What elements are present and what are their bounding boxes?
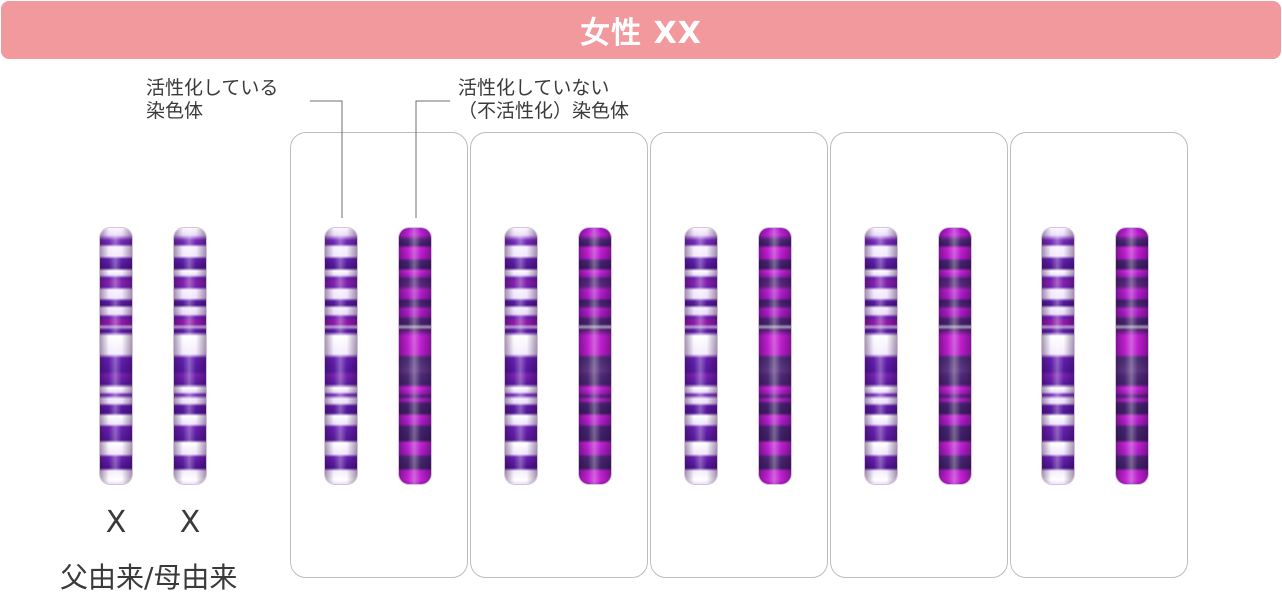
header-bar: 女性 XX [1,1,1281,59]
active-chromosome-4 [865,228,897,484]
active-chromosome-1 [325,228,357,484]
callout-active-line1: 活性化している [146,77,279,99]
cell-panel-5 [1010,132,1188,578]
header-title: 女性 XX [580,16,702,51]
x-label-maternal: X [179,505,201,540]
callout-inactive-label: 活性化していない （不活性化）染色体 [458,77,629,123]
inactive-chromosome-4 [939,228,971,484]
cell-panel-2 [470,132,648,578]
callout-active-label: 活性化している 染色体 [146,77,278,123]
x-label-paternal: X [105,505,127,540]
callout-active-line2: 染色体 [146,100,204,122]
callout-inactive-line1: 活性化していない [458,77,610,99]
inactive-chromosome-2 [579,228,611,484]
active-chromosome-2 [505,228,537,484]
cell-panel-3 [650,132,828,578]
active-chromosome-3 [685,228,717,484]
origin-label: 父由来/母由来 [60,561,238,594]
callout-inactive-line2: （不活性化）染色体 [458,100,630,122]
inactive-chromosome-5 [1116,228,1148,484]
cell-panel-1 [290,132,468,578]
cell-panel-4 [830,132,1008,578]
chromosome-x-paternal [100,228,132,484]
chromosome-x-maternal [174,228,206,484]
inactive-chromosome-1 [399,228,431,484]
active-chromosome-5 [1042,228,1074,484]
inactive-chromosome-3 [759,228,791,484]
